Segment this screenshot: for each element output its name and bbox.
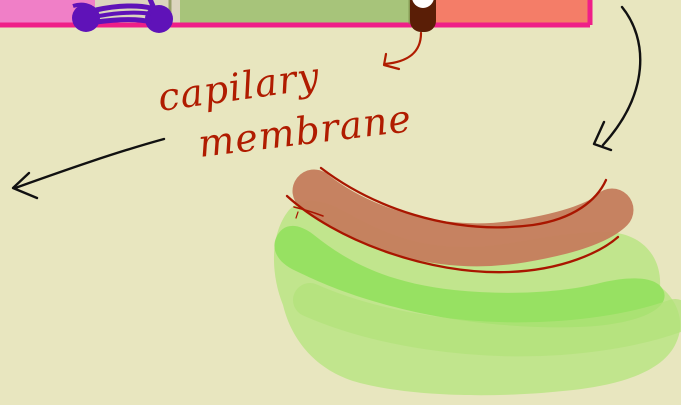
- black-curved-arrow-right-head: [594, 122, 611, 150]
- top-bar-green-segment: [180, 0, 410, 26]
- capillary-body: [314, 191, 612, 245]
- capillary-membrane-label: capilary membrane: [155, 54, 414, 166]
- black-curved-arrow-right: [603, 7, 640, 145]
- black-arrow-left: [15, 139, 164, 188]
- top-membrane-bar: [0, 0, 590, 33]
- label-arrows: [13, 7, 640, 198]
- top-bar-salmon-segment: [430, 0, 590, 26]
- label-arrow-to-top: [385, 33, 421, 64]
- brown-marker: [410, 0, 436, 32]
